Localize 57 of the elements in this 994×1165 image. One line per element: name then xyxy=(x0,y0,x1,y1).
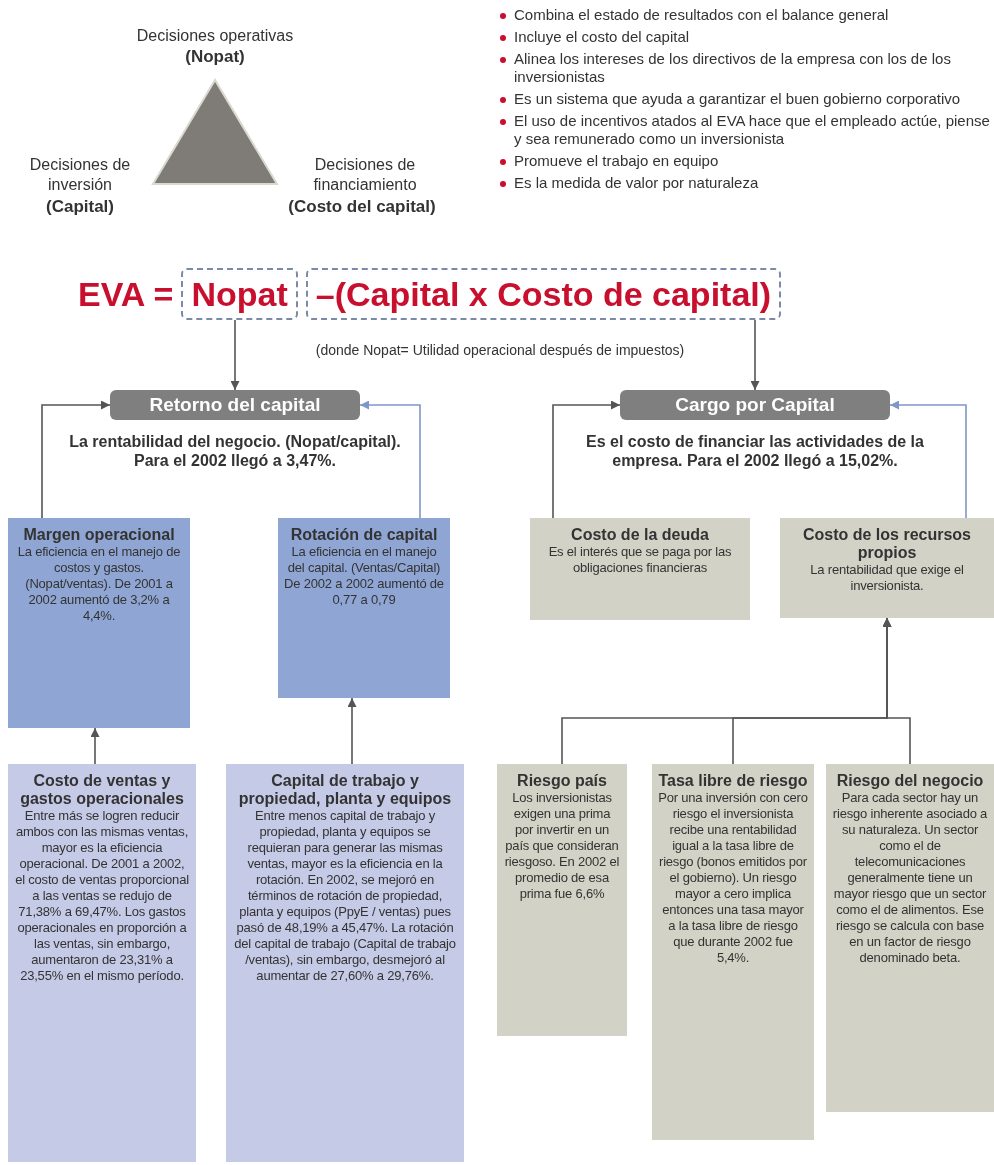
arrow xyxy=(359,400,421,519)
info-box xyxy=(652,764,814,1140)
rounded-label-box: Retorno del capital xyxy=(110,390,360,420)
box-body: La rentabilidad que exige el inversionista. xyxy=(809,562,965,594)
bullet-text: Incluye el costo del capital xyxy=(514,28,690,46)
formula-note: (donde Nopat= Utilidad operacional después de impuestos) xyxy=(314,341,686,360)
box-body: Los inversionistas exigen una prima por invertir en un país que consideran riesgoso. En 2002 el promedio de esa prima fue 6,6% xyxy=(503,790,621,902)
info-box xyxy=(226,764,464,1162)
triangle-label: (Costo del capital) xyxy=(287,197,437,217)
arrow xyxy=(882,617,911,765)
arrow xyxy=(889,400,967,519)
info-box xyxy=(8,764,196,1162)
triangle-label: (Capital) xyxy=(45,197,115,217)
bullet-text: Alinea los intereses de los directivos de la empresa con los de los inversionistas xyxy=(514,50,952,86)
triangle-label: Decisiones operativas xyxy=(135,26,295,46)
arrow xyxy=(230,319,240,391)
box-body: Para cada sector hay un riesgo inherente asociado a su naturaleza. Un sector como el de telecomunicaciones generalmente tiene un mayor riesgo que un sector como el de alimentos. Ese riesgo se calcula con base en un factor de riesgo denominado beta. xyxy=(832,790,988,966)
bullet-text: Promueve el trabajo en equipo xyxy=(514,152,719,170)
box-heading: Costo de los recursos propios xyxy=(801,526,972,562)
dashed-formula-box: –(Capital x Costo de capital) xyxy=(305,268,782,320)
box-heading: Margen operacional xyxy=(23,526,175,544)
info-box xyxy=(278,518,450,698)
bullet-text: Es la medida de valor por naturaleza xyxy=(514,174,759,192)
bullet-text: El uso de incentivos atados al EVA hace que el empleado actúe, piense y sea remunerado como un inversionista xyxy=(514,112,990,148)
arrow xyxy=(90,727,100,765)
rounded-label-box: Cargo por Capital xyxy=(620,390,890,420)
bullet-text: Es un sistema que ayuda a garantizar el buen gobierno corporativo xyxy=(514,90,961,108)
box-body: Entre menos capital de trabajo y propiedad, planta y equipos se requieran para generar las mismas ventas, mayor es la eficiencia en la rotación. En 2002, se mejoró en términos de rotación de propiedad, planta y equipos (PpyE / ventas) pues pasó de 48,19% a 45,47%. La rotación del capital de trabajo (Capital de trabajo /ventas), sin embargo, desmejoró al aumentar de 27,60% a 29,76%. xyxy=(233,808,457,984)
box-heading: Costo de la deuda xyxy=(571,526,709,544)
description-text: La rentabilidad del negocio. (Nopat/capital). Para el 2002 llegó a 3,47%. xyxy=(68,432,402,470)
info-box xyxy=(8,518,190,728)
triangle-label: Decisiones de inversión xyxy=(28,155,132,195)
box-heading: Capital de trabajo y propiedad, planta y equipos xyxy=(237,772,453,808)
description-text: Es el costo de financiar las actividades de la empresa. Para el 2002 llegó a 15,02%. xyxy=(585,432,925,470)
info-box xyxy=(826,764,994,1112)
box-heading: Rotación de capital xyxy=(290,526,438,544)
box-heading: Riesgo país xyxy=(517,772,607,790)
box-body: La eficiencia en el manejo del capital. (Ventas/Capital) De 2002 a 2002 aumentó de 0,77 a 0,79 xyxy=(284,544,444,608)
bullet-text: Combina el estado de resultados con el balance general xyxy=(514,6,889,24)
info-box xyxy=(780,518,994,618)
dashed-formula-box: Nopat xyxy=(181,268,298,320)
info-box xyxy=(530,518,750,620)
box-body: Es el interés que se paga por las obligaciones financieras xyxy=(547,544,733,576)
arrow xyxy=(347,697,357,765)
arrow xyxy=(750,319,760,391)
box-body: Entre más se logren reducir ambos con las mismas ventas, mayor es la eficiencia operacional. De 2001 a 2002, el costo de ventas proporcional a las ventas se redujo de 71,38% a 69,47%. Los gastos operacionales en proporción a las ventas, sin embargo, aumentaron de 23,31% a 23,55% en el mismo período. xyxy=(14,808,190,984)
formula-text: EVA = xyxy=(78,273,174,315)
triangle-label: Decisiones de financiamiento xyxy=(312,155,418,195)
box-heading: Costo de ventas y gastos operacionales xyxy=(19,772,185,808)
box-heading: Riesgo del negocio xyxy=(836,772,984,790)
triangle-label: (Nopat) xyxy=(184,47,246,67)
box-body: La eficiencia en el manejo de costos y gastos. (Nopat/ventas). De 2001 a 2002 aumentó de 3,2% a 4,4%. xyxy=(16,544,182,624)
arrow xyxy=(552,400,621,519)
arrow xyxy=(41,400,111,519)
box-heading: Tasa libre de riesgo xyxy=(658,772,808,790)
box-body: Por una inversión con cero riesgo el inversionista recibe una rentabilidad igual a la tasa libre de riesgo (bonos emitidos por el gobierno). Un riesgo mayor a cero implica entonces una tasa mayor a la tasa libre de riesgo que durante 2002 fue 5,4%. xyxy=(658,790,808,966)
info-box xyxy=(497,764,627,1036)
